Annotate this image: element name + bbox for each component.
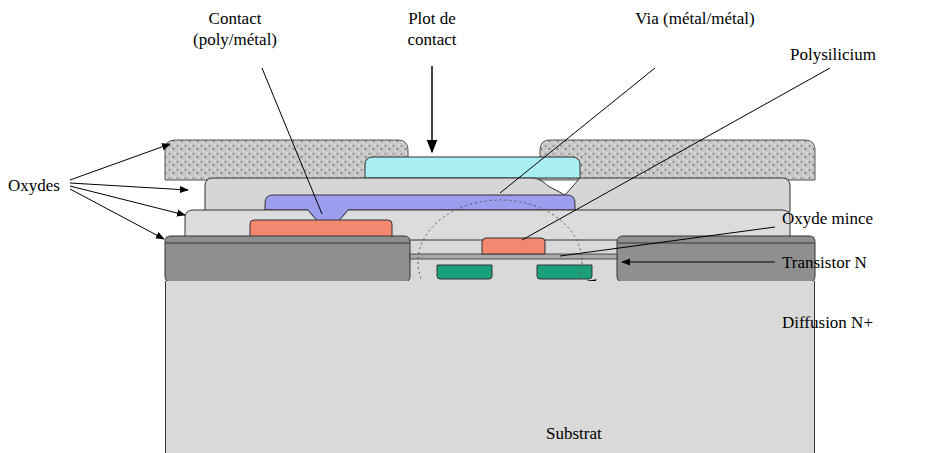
gate-polysilicon [482, 238, 545, 254]
leader-arrow [431, 66, 433, 152]
field-oxide-left [165, 236, 410, 282]
region-label: Substrat [546, 423, 602, 444]
field-oxide-edge [166, 243, 409, 244]
substrate-top [165, 236, 815, 282]
layer-label: Diffusion N+ [782, 312, 873, 333]
layer-label: Oxyde mince [782, 208, 873, 229]
leader-line [500, 68, 655, 193]
passivation-oxide-right [540, 140, 815, 180]
substrate-region: Substrat [165, 281, 815, 453]
n-plus-diffusion [537, 265, 592, 279]
n-plus-diffusion [437, 265, 492, 279]
polysilicon-line [250, 220, 392, 237]
leader-arrow [70, 144, 170, 180]
leader-arrow [70, 189, 164, 239]
leader-line [560, 227, 775, 256]
field-oxide-edge [618, 243, 814, 244]
layer-label: Oxydes [8, 175, 60, 196]
leader-line [262, 68, 322, 214]
layer-label: Polysilicium [790, 44, 876, 65]
thin-oxide [410, 254, 617, 259]
layer-label: Plot de contact [392, 8, 472, 50]
contact-pad-metal [365, 157, 580, 178]
layer-label: Via (métal/métal) [635, 8, 755, 29]
leader-arrow [70, 186, 185, 215]
leader-arrow [622, 262, 775, 263]
layer-label: Contact (poly/métal) [180, 8, 290, 50]
component-label: Transistor N [782, 252, 867, 273]
leader-arrow [70, 183, 188, 190]
